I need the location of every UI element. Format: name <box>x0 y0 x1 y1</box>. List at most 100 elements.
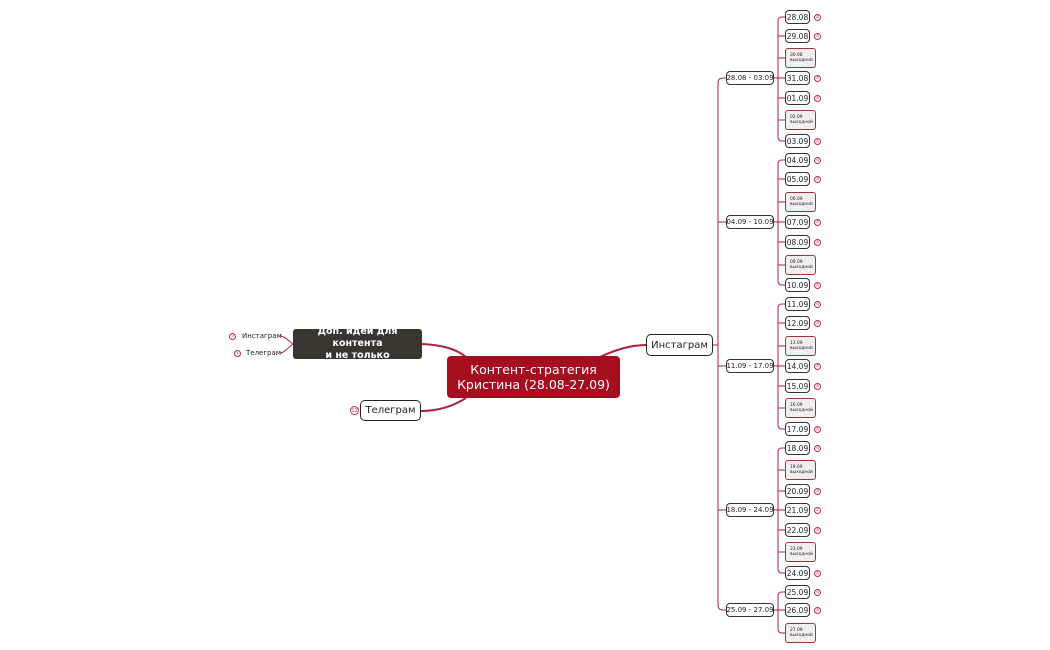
link-day-3-6 <box>777 568 785 574</box>
post-count-badge: 4 <box>814 526 821 534</box>
post-count-badge: 4 <box>814 238 821 246</box>
link-day-3-0 <box>777 447 785 453</box>
post-count-badge: 4 <box>814 218 821 226</box>
day-node[interactable]: 28.08 <box>785 10 810 24</box>
post-count-badge: 4 <box>814 137 821 145</box>
link-day-4-0 <box>777 591 785 597</box>
day-node[interactable]: 07.09 <box>785 215 810 229</box>
post-count-badge: 4 <box>814 32 821 40</box>
telegram-topic-label: Телеграм <box>365 405 416 416</box>
link-day-1-0 <box>777 159 785 165</box>
link-ideas-telegram <box>279 343 294 354</box>
post-count-badge: 2 <box>814 506 821 514</box>
day-node[interactable]: 20.09 <box>785 484 810 498</box>
post-count-badge: 4 <box>814 281 821 289</box>
day-node[interactable]: 31.08 <box>785 71 810 85</box>
instagram-topic[interactable]: Инстаграм <box>646 334 713 356</box>
link-week-0 <box>717 77 726 84</box>
day-node[interactable]: 17.09 <box>785 422 810 436</box>
link-ideas-instagram <box>279 335 294 345</box>
day-node[interactable]: 26.09 <box>785 603 810 617</box>
day-node[interactable]: 15.09 <box>785 379 810 393</box>
day-node[interactable]: 11.09 <box>785 297 810 311</box>
day-off-note: выходной <box>790 265 813 270</box>
ideas-topic-line2: и не только <box>325 350 390 361</box>
link-day-0-6 <box>777 136 785 142</box>
day-off-note: выходной <box>790 633 813 638</box>
week-node[interactable]: 18.09 - 24.09 <box>726 503 774 517</box>
day-node[interactable]: 03.09 <box>785 134 810 148</box>
day-off-date: 23.09 <box>790 546 803 552</box>
week-node[interactable]: 28.08 - 03.09 <box>726 71 774 85</box>
post-count-badge: 4 <box>814 300 821 308</box>
post-count-badge: 4 <box>814 319 821 327</box>
post-count-badge: 4 <box>814 444 821 452</box>
day-off-date: 16.09 <box>790 402 803 408</box>
day-node[interactable]: 05.09 <box>785 172 810 186</box>
post-count-badge: 4 <box>814 569 821 577</box>
day-node[interactable]: 21.09 <box>785 503 810 517</box>
post-count-badge: 4 <box>814 94 821 102</box>
day-node[interactable]: 10.09 <box>785 278 810 292</box>
post-count-badge: 4 <box>814 425 821 433</box>
day-off-date: 13.09 <box>790 340 803 346</box>
day-off-date: 27.09 <box>790 627 803 633</box>
link-central-telegram <box>420 397 467 412</box>
day-off-note: выходной <box>790 58 813 63</box>
week-node[interactable]: 25.09 - 27.09 <box>726 603 774 617</box>
post-count-badge: 4 <box>814 13 821 21</box>
day-off-note: выходной <box>790 470 813 475</box>
link-day-2-6 <box>777 424 785 430</box>
day-off-note: выходной <box>790 202 813 207</box>
post-count-badge: 4 <box>814 74 821 82</box>
week-node[interactable]: 11.09 - 17.09 <box>726 359 774 373</box>
ideas-topic[interactable]: Доп. идеи для контента и не только <box>293 326 422 361</box>
day-node[interactable]: 24.09 <box>785 566 810 580</box>
link-day-0-0 <box>777 16 785 22</box>
link-day-1-6 <box>777 280 785 286</box>
day-off-note: выходной <box>790 346 813 351</box>
post-count-badge: 4 <box>814 156 821 164</box>
link-week-4 <box>717 604 726 611</box>
day-node[interactable]: 25.09 <box>785 585 810 599</box>
telegram-topic[interactable]: Телеграм <box>360 400 421 421</box>
day-node[interactable]: 01.09 <box>785 91 810 105</box>
day-off-date: 06.09 <box>790 196 803 202</box>
ideas-telegram-label[interactable]: Телеграм <box>246 349 282 357</box>
day-node[interactable]: 14.09 <box>785 359 810 373</box>
day-node[interactable]: 04.09 <box>785 153 810 167</box>
instagram-topic-label: Инстаграм <box>651 339 708 351</box>
central-topic[interactable]: Контент-стратегия Кристина (28.08-27.09) <box>447 356 620 398</box>
day-node[interactable]: 18.09 <box>785 441 810 455</box>
day-off-note: выходной <box>790 408 813 413</box>
day-node[interactable]: 08.09 <box>785 235 810 249</box>
ideas-instagram-count-badge: 3 <box>229 333 236 340</box>
day-off-date: 09.09 <box>790 259 803 265</box>
day-off-date: 19.09 <box>790 464 803 470</box>
post-count-badge: 4 <box>814 487 821 495</box>
day-off-note: выходной <box>790 120 813 125</box>
central-topic-line1: Контент-стратегия <box>470 362 597 377</box>
week-node[interactable]: 04.09 - 10.09 <box>726 215 774 229</box>
day-node[interactable]: 22.09 <box>785 523 810 537</box>
day-node[interactable]: 29.08 <box>785 29 810 43</box>
post-count-badge: 4 <box>814 382 821 390</box>
day-off-date: 02.09 <box>790 114 803 120</box>
day-off-note: выходной <box>790 552 813 557</box>
ideas-instagram-label[interactable]: Инстаграм <box>242 332 282 340</box>
telegram-count-badge: 12 <box>350 406 359 415</box>
post-count-badge: 4 <box>814 606 821 614</box>
post-count-badge: 4 <box>814 362 821 370</box>
link-day-2-0 <box>777 303 785 309</box>
day-node[interactable]: 12.09 <box>785 316 810 330</box>
